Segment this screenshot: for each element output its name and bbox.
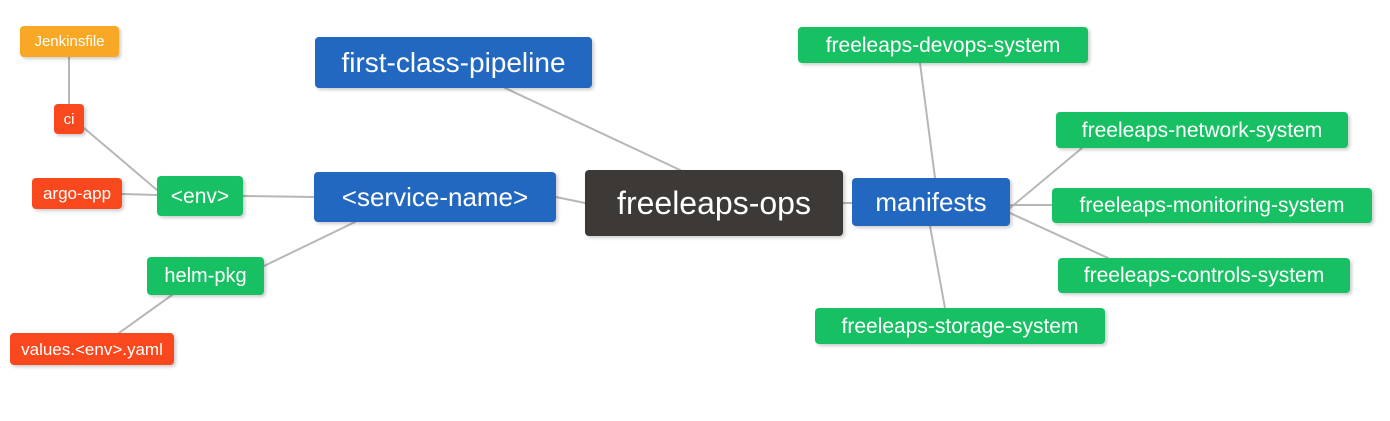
node-label-helm-pkg: helm-pkg xyxy=(164,265,247,287)
node-service-name[interactable]: <service-name> xyxy=(314,172,556,222)
node-freeleaps-network-system[interactable]: freeleaps-network-system xyxy=(1056,112,1348,148)
edge-freeleaps-ops-to-service-name xyxy=(555,196,586,204)
node-freeleaps-controls-system[interactable]: freeleaps-controls-system xyxy=(1058,258,1350,293)
node-label-first-class-pipeline: first-class-pipeline xyxy=(341,46,566,78)
node-label-jenkinsfile: Jenkinsfile xyxy=(34,33,105,50)
node-values-env-yaml[interactable]: values.<env>.yaml xyxy=(10,333,174,365)
node-label-freeleaps-monitoring-system: freeleaps-monitoring-system xyxy=(1079,194,1345,217)
node-freeleaps-ops[interactable]: freeleaps-ops xyxy=(585,170,843,236)
node-freeleaps-storage-system[interactable]: freeleaps-storage-system xyxy=(815,308,1105,344)
node-env[interactable]: <env> xyxy=(157,176,243,216)
node-label-freeleaps-ops: freeleaps-ops xyxy=(617,185,811,221)
node-label-ci: ci xyxy=(63,110,75,128)
edge-freeleaps-ops-to-first-class-pipeline xyxy=(504,87,681,171)
node-label-freeleaps-controls-system: freeleaps-controls-system xyxy=(1083,264,1325,287)
edge-service-name-to-helm-pkg xyxy=(263,221,356,267)
node-argo-app[interactable]: argo-app xyxy=(32,178,122,209)
node-label-argo-app: argo-app xyxy=(42,184,112,203)
edge-manifests-to-freeleaps-devops-system xyxy=(919,62,936,179)
node-freeleaps-monitoring-system[interactable]: freeleaps-monitoring-system xyxy=(1052,188,1372,223)
node-label-values-env-yaml: values.<env>.yaml xyxy=(21,339,163,359)
edge-helm-pkg-to-values-env-yaml xyxy=(118,294,173,334)
node-label-freeleaps-devops-system: freeleaps-devops-system xyxy=(825,33,1061,57)
node-label-manifests: manifests xyxy=(875,187,987,217)
edge-manifests-to-freeleaps-storage-system xyxy=(929,225,946,309)
edge-service-name-to-env xyxy=(242,195,315,198)
node-freeleaps-devops-system[interactable]: freeleaps-devops-system xyxy=(798,27,1088,63)
node-label-env: <env> xyxy=(170,184,230,208)
node-manifests[interactable]: manifests xyxy=(852,178,1010,226)
node-jenkinsfile[interactable]: Jenkinsfile xyxy=(20,26,119,57)
node-label-freeleaps-storage-system: freeleaps-storage-system xyxy=(841,314,1079,338)
node-label-freeleaps-network-system: freeleaps-network-system xyxy=(1081,118,1323,142)
node-label-service-name: <service-name> xyxy=(341,182,529,212)
edge-env-to-argo-app xyxy=(121,193,158,196)
node-helm-pkg[interactable]: helm-pkg xyxy=(147,257,264,295)
node-ci[interactable]: ci xyxy=(54,104,84,134)
node-first-class-pipeline[interactable]: first-class-pipeline xyxy=(315,37,592,88)
